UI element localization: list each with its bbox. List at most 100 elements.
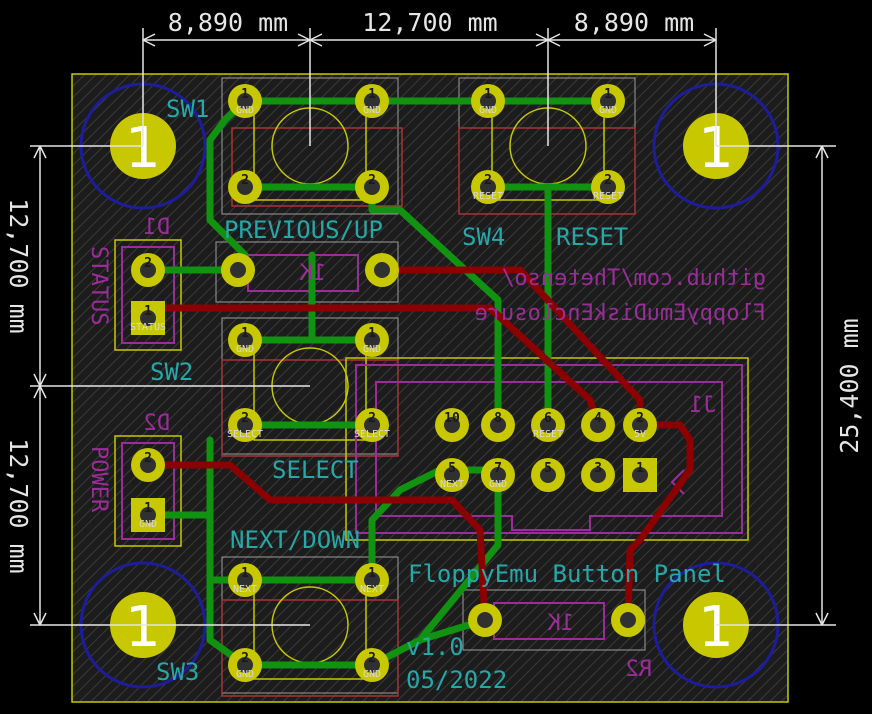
pad-number: 8 (494, 411, 502, 426)
pad-net-label: GND (236, 344, 254, 355)
pad-net-label: GND (479, 105, 497, 116)
pad-number: 1 (368, 87, 376, 102)
dim-top-middle: 12,700 mm (362, 8, 497, 37)
mounting-hole-label: 1 (698, 595, 734, 660)
pad-number: 2 (144, 256, 152, 271)
pad-number: 1 (636, 461, 644, 476)
pad-net-label: RESET (473, 191, 503, 202)
r1-pad (365, 253, 399, 287)
pad-number: 6 (544, 411, 552, 426)
label-date: 05/2022 (406, 666, 507, 694)
dim-top-right: 8,890 mm (574, 8, 694, 37)
ref-d2: D2 (144, 411, 171, 436)
pad-number: 1 (604, 87, 612, 102)
ref-r2-value: 1K (547, 611, 574, 636)
pad-number: 10 (444, 411, 460, 426)
board-outline (71, 73, 789, 703)
pad-net-label: NEXT (360, 584, 384, 595)
pad-number: 1 (241, 87, 249, 102)
r1-pad (221, 253, 255, 287)
pad-net-label: GND (363, 105, 381, 116)
r2-pad (468, 603, 502, 637)
pad-net-label: GND (489, 479, 507, 490)
pad-net-label: GND (599, 105, 617, 116)
pad-net-label: NEXT (440, 479, 464, 490)
j1-pad: 10 (435, 408, 469, 442)
pad-number: 5 (544, 461, 552, 476)
j1-pad: 1 (623, 458, 657, 492)
references: D1 D2 STATUS POWER J1 R2 1K 1K (86, 215, 716, 682)
j1-pad: 5 (531, 458, 565, 492)
label-previous-up: PREVIOUS/UP (224, 216, 383, 244)
dimensions (30, 28, 836, 626)
pad-number: 1 (368, 566, 376, 581)
j1-pad: 25V (623, 408, 657, 442)
pad-net-label: NEXT (233, 584, 257, 595)
ref-r1-value: 1K (299, 261, 326, 286)
pad-net-label: GND (363, 344, 381, 355)
dim-left-upper: 12,700 mm (4, 198, 33, 333)
ref-j1: J1 (690, 393, 717, 418)
label-version: v1.0 (406, 633, 464, 661)
pad-number: 5 (448, 461, 456, 476)
sw1-pad: 2 (228, 170, 262, 204)
label-github-line1: github.com/Thetenso/ (501, 266, 766, 291)
pad-number: 1 (368, 326, 376, 341)
pad-number: 2 (604, 173, 612, 188)
pad-number: 1 (144, 501, 152, 516)
pad-number: 1 (144, 304, 152, 319)
pad-net-label: SELECT (354, 429, 390, 440)
label-reset: RESET (556, 223, 628, 251)
label-next-down: NEXT/DOWN (230, 526, 360, 554)
d1-pad: 2 (131, 253, 165, 287)
dim-top-left: 8,890 mm (168, 8, 288, 37)
pad-net-label: STATUS (130, 322, 166, 333)
pad-number: 4 (594, 411, 602, 426)
dim-right: 25,400 mm (835, 318, 864, 453)
pad-net-label: GND (363, 669, 381, 680)
pad-net-label: RESET (593, 191, 623, 202)
pad-number: 2 (368, 411, 376, 426)
label-select: SELECT (272, 456, 359, 484)
label-board-title: FloppyEmu Button Panel (408, 560, 726, 588)
j1-pad: 8 (481, 408, 515, 442)
j1-pad: 3 (581, 458, 615, 492)
pad-net-label: RESET (533, 429, 563, 440)
pad-number: 2 (368, 651, 376, 666)
pad-net-label: 5V (634, 429, 646, 440)
d2-pad: 2 (131, 448, 165, 482)
pad-number: 3 (594, 461, 602, 476)
dim-left-lower: 12,700 mm (4, 438, 33, 573)
pad-number: 1 (241, 566, 249, 581)
label-github-line2: FloppyEmuDiskEnclosure (475, 301, 766, 326)
pad-number: 2 (241, 173, 249, 188)
dimension-labels: 8,890 mm 12,700 mm 8,890 mm 12,700 mm 12… (4, 8, 864, 574)
label-sw2: SW2 (150, 358, 193, 386)
r2-pad (611, 603, 645, 637)
mounting-hole-label: 1 (125, 595, 161, 660)
pad-net-label: GND (236, 105, 254, 116)
pad-number: 2 (368, 173, 376, 188)
pad-number: 2 (241, 651, 249, 666)
pad-number: 7 (494, 461, 502, 476)
